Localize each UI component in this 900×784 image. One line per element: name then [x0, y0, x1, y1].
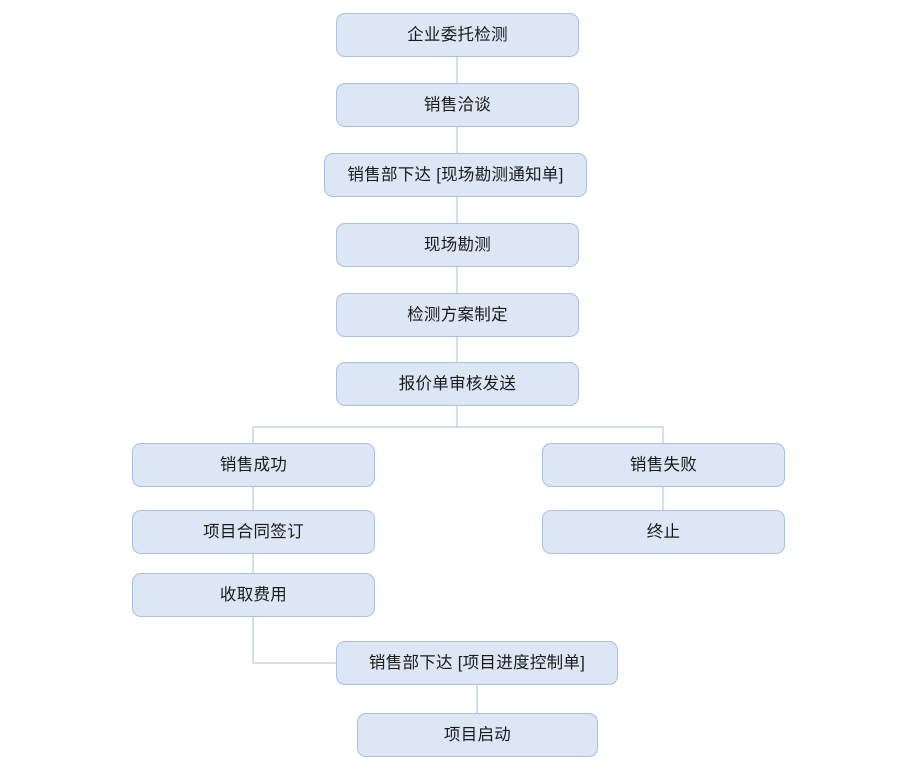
flow-node-label: 销售洽谈 [423, 95, 492, 114]
flow-node-n8[interactable]: 销售失败 [542, 443, 785, 487]
flow-node-n6[interactable]: 报价单审核发送 [336, 362, 579, 406]
flow-node-n9[interactable]: 项目合同签订 [132, 510, 375, 554]
flow-node-n5[interactable]: 检测方案制定 [336, 293, 579, 337]
flow-node-label: 检测方案制定 [407, 305, 508, 324]
flow-node-n12[interactable]: 销售部下达 [项目进度控制单] [336, 641, 618, 685]
flow-node-n7[interactable]: 销售成功 [132, 443, 375, 487]
flow-node-label: 销售部下达 [项目进度控制单] [368, 653, 586, 672]
connector-branch-to-n7 [252, 426, 457, 443]
flow-node-label: 项目合同签订 [203, 522, 304, 541]
flow-node-n4[interactable]: 现场勘测 [336, 223, 579, 267]
flow-node-label: 销售失败 [629, 455, 698, 474]
flow-node-n13[interactable]: 项目启动 [357, 713, 598, 757]
flow-node-n3[interactable]: 销售部下达 [现场勘测通知单] [324, 153, 587, 197]
flow-node-label: 现场勘测 [423, 235, 492, 254]
flow-node-n11[interactable]: 收取费用 [132, 573, 375, 617]
flow-node-n2[interactable]: 销售洽谈 [336, 83, 579, 127]
flow-node-label: 报价单审核发送 [398, 374, 517, 393]
flow-node-n1[interactable]: 企业委托检测 [336, 13, 579, 57]
flow-node-label: 企业委托检测 [407, 25, 508, 44]
flow-node-label: 终止 [646, 522, 681, 541]
connector-branch-to-n8 [457, 426, 664, 443]
flow-node-label: 项目启动 [443, 725, 512, 744]
flow-node-n10[interactable]: 终止 [542, 510, 785, 554]
flow-node-label: 销售部下达 [现场勘测通知单] [347, 165, 564, 184]
flow-node-label: 销售成功 [219, 455, 288, 474]
flow-node-label: 收取费用 [219, 585, 288, 604]
connector-n11-to-n12 [252, 617, 336, 664]
